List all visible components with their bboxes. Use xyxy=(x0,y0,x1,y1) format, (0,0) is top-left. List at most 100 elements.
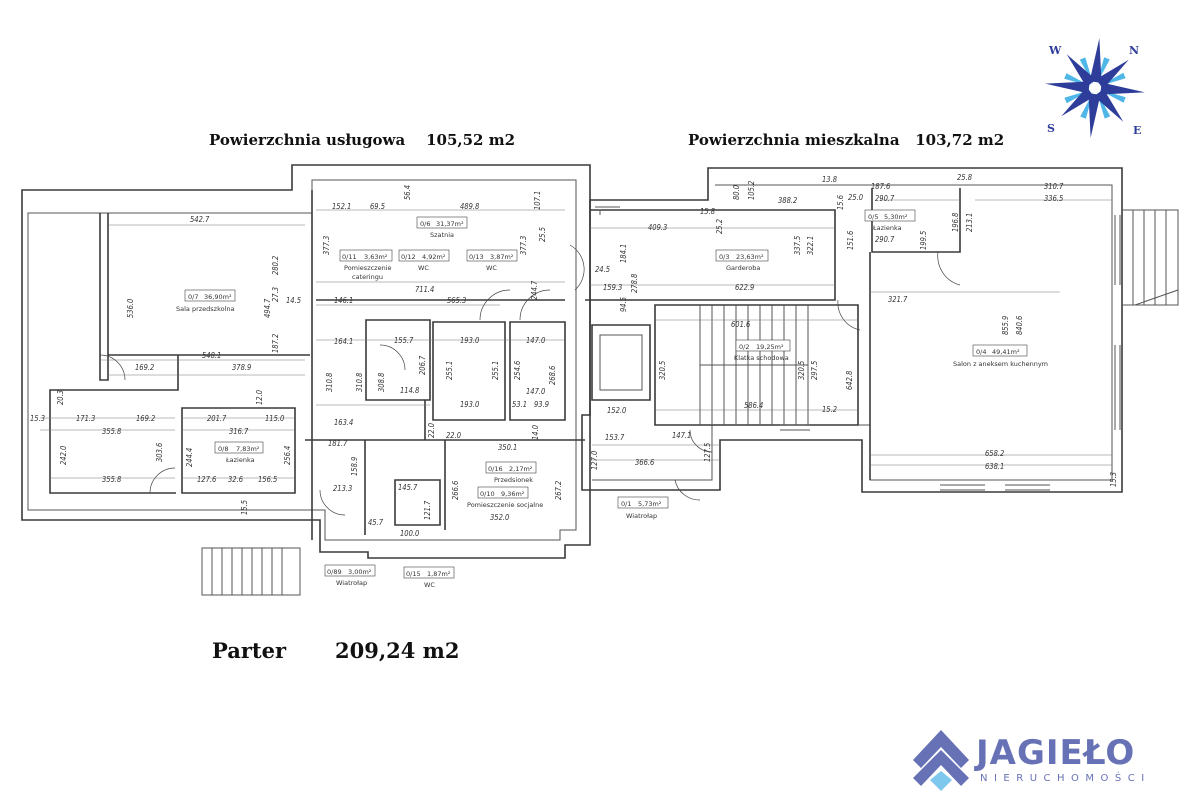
dimension-label: 266.6 xyxy=(451,481,460,500)
dimension-label: 155.7 xyxy=(394,336,414,345)
dimension-label: 27.3 xyxy=(271,287,280,302)
dimension-label: 489.8 xyxy=(460,202,479,211)
dimension-label: 565.3 xyxy=(447,296,466,305)
floor-total-area: 209,24 m2 xyxy=(335,638,460,663)
svg-text:WC: WC xyxy=(424,581,435,589)
dimension-label: 100.0 xyxy=(400,529,419,538)
svg-text:Pomieszczenie socjalne: Pomieszczenie socjalne xyxy=(467,501,543,509)
dimension-label: 164.1 xyxy=(334,337,353,346)
dimension-label: 152.1 xyxy=(332,202,351,211)
dimension-label: 181.7 xyxy=(328,439,348,448)
dimension-label: 542.7 xyxy=(190,215,210,224)
logo-name: JAGIEŁO xyxy=(974,733,1135,773)
dimension-label: 15.8 xyxy=(700,207,715,216)
dimension-label: 56.4 xyxy=(403,185,412,200)
house-logo-icon xyxy=(913,730,969,791)
dimension-label: 127.0 xyxy=(590,451,599,470)
svg-text:WC: WC xyxy=(418,264,429,272)
dimension-label: 163.4 xyxy=(334,418,353,427)
walls-living xyxy=(581,167,1179,501)
room-label-przedsionek: 0/16 2,17m² Przedsionek xyxy=(485,461,537,484)
dimension-label: 366.6 xyxy=(635,458,654,467)
dimension-label: 377.3 xyxy=(322,236,331,255)
svg-text:0/12: 0/12 xyxy=(401,253,416,261)
dimension-label: 93.9 xyxy=(534,400,549,409)
dimension-label: 147.0 xyxy=(526,387,545,396)
svg-text:Wiatrołap: Wiatrołap xyxy=(626,512,657,520)
svg-text:Garderoba: Garderoba xyxy=(726,264,760,272)
dimension-label: 15.2 xyxy=(822,405,837,414)
dimension-label: 316.7 xyxy=(229,427,249,436)
dimension-label: 388.2 xyxy=(778,196,797,205)
dimension-label: 642.8 xyxy=(845,371,854,390)
dimension-label: 622.9 xyxy=(735,283,754,292)
room-label-wiatrolap-089: 0/89 3,00m² Wiatrołap xyxy=(324,564,376,587)
dimension-label: 196.8 xyxy=(951,213,960,232)
dimension-labels: 542.7 536.0 494.7 280.2 27.3 187.2 14.5 … xyxy=(30,173,1118,538)
dimension-label: 25.0 xyxy=(848,193,863,202)
dimension-label: 193.0 xyxy=(460,336,479,345)
dimension-label: 69.5 xyxy=(370,202,385,211)
dimension-label: 14.0 xyxy=(531,425,540,440)
dimension-label: 25.8 xyxy=(957,173,972,182)
svg-text:31,37m²: 31,37m² xyxy=(436,220,464,228)
dimension-label: 12.0 xyxy=(255,390,264,405)
dimension-label: 310.8 xyxy=(355,373,364,392)
room-label-klatka: 0/2 19,25m² Klatka schodowa xyxy=(734,339,791,362)
dimension-label: 22.0 xyxy=(427,423,436,438)
dimension-label: 201.7 xyxy=(207,414,227,423)
svg-text:WC: WC xyxy=(486,264,497,272)
dimension-label: 187.6 xyxy=(871,182,890,191)
svg-text:0/3: 0/3 xyxy=(719,253,729,261)
dimension-label: 355.8 xyxy=(102,427,121,436)
dimension-label: 114.8 xyxy=(400,386,419,395)
dimension-label: 13.8 xyxy=(822,175,837,184)
dimension-label: 147.0 xyxy=(526,336,545,345)
dimension-label: 310.7 xyxy=(1044,182,1064,191)
svg-text:Wiatrołap: Wiatrołap xyxy=(336,579,367,587)
svg-text:0/16: 0/16 xyxy=(488,465,503,473)
jagielo-logo: JAGIEŁO NIERUCHOMOŚCI xyxy=(913,730,1151,791)
dimension-label: 548.1 xyxy=(202,351,221,360)
dimension-label: 158.9 xyxy=(350,457,359,476)
svg-text:Szatnia: Szatnia xyxy=(430,231,454,239)
room-label-lazienka-05: 0/5 5,30m² Łazienka xyxy=(864,209,916,232)
room-label-lazienka-08: 0/8 7,83m² Łazienka xyxy=(214,441,264,464)
dimension-label: 151.6 xyxy=(846,231,855,250)
svg-text:Pomieszczenie: Pomieszczenie xyxy=(344,264,392,272)
logo-subtitle: NIERUCHOMOŚCI xyxy=(980,771,1151,784)
room-label-wc-013: 0/13 3,87m² WC xyxy=(466,249,518,272)
dimension-label: 711.4 xyxy=(415,285,434,294)
svg-text:9,36m²: 9,36m² xyxy=(501,490,525,498)
dimension-label: 199.5 xyxy=(919,231,928,250)
svg-text:0/7: 0/7 xyxy=(188,293,198,301)
dimension-label: 336.5 xyxy=(1044,194,1063,203)
dimension-label: 352.0 xyxy=(490,513,509,522)
svg-text:0/13: 0/13 xyxy=(469,253,484,261)
dimension-label: 80.0 xyxy=(732,185,741,200)
dimension-label: 310.8 xyxy=(325,373,334,392)
dimension-label: 278.8 xyxy=(630,274,639,293)
dimension-label: 536.0 xyxy=(126,299,135,318)
room-label-garderoba: 0/3 23,63m² Garderoba xyxy=(715,249,769,272)
dimension-label: 45.7 xyxy=(368,518,384,527)
dimension-label: 127.6 xyxy=(197,475,216,484)
svg-text:0/10: 0/10 xyxy=(480,490,495,498)
dimension-label: 255.1 xyxy=(445,361,454,380)
dimension-label: 145.7 xyxy=(398,483,418,492)
dimension-label: 267.2 xyxy=(554,481,563,500)
dimension-label: 290.7 xyxy=(875,235,895,244)
dimension-lines xyxy=(40,199,1112,479)
dimension-label: 146.1 xyxy=(334,296,353,305)
svg-text:Salon z aneksem kuchennym: Salon z aneksem kuchennym xyxy=(953,360,1048,368)
dimension-label: 25.2 xyxy=(715,219,724,234)
dimension-label: 213.3 xyxy=(333,484,352,493)
dimension-label: 20.3 xyxy=(56,390,65,405)
compass-w: W xyxy=(1048,44,1062,57)
dimension-label: 254.6 xyxy=(513,361,522,380)
svg-text:1,87m²: 1,87m² xyxy=(427,570,451,578)
dimension-label: 121.7 xyxy=(423,500,432,520)
svg-text:0/4: 0/4 xyxy=(976,348,986,356)
dimension-label: 152.0 xyxy=(607,406,626,415)
